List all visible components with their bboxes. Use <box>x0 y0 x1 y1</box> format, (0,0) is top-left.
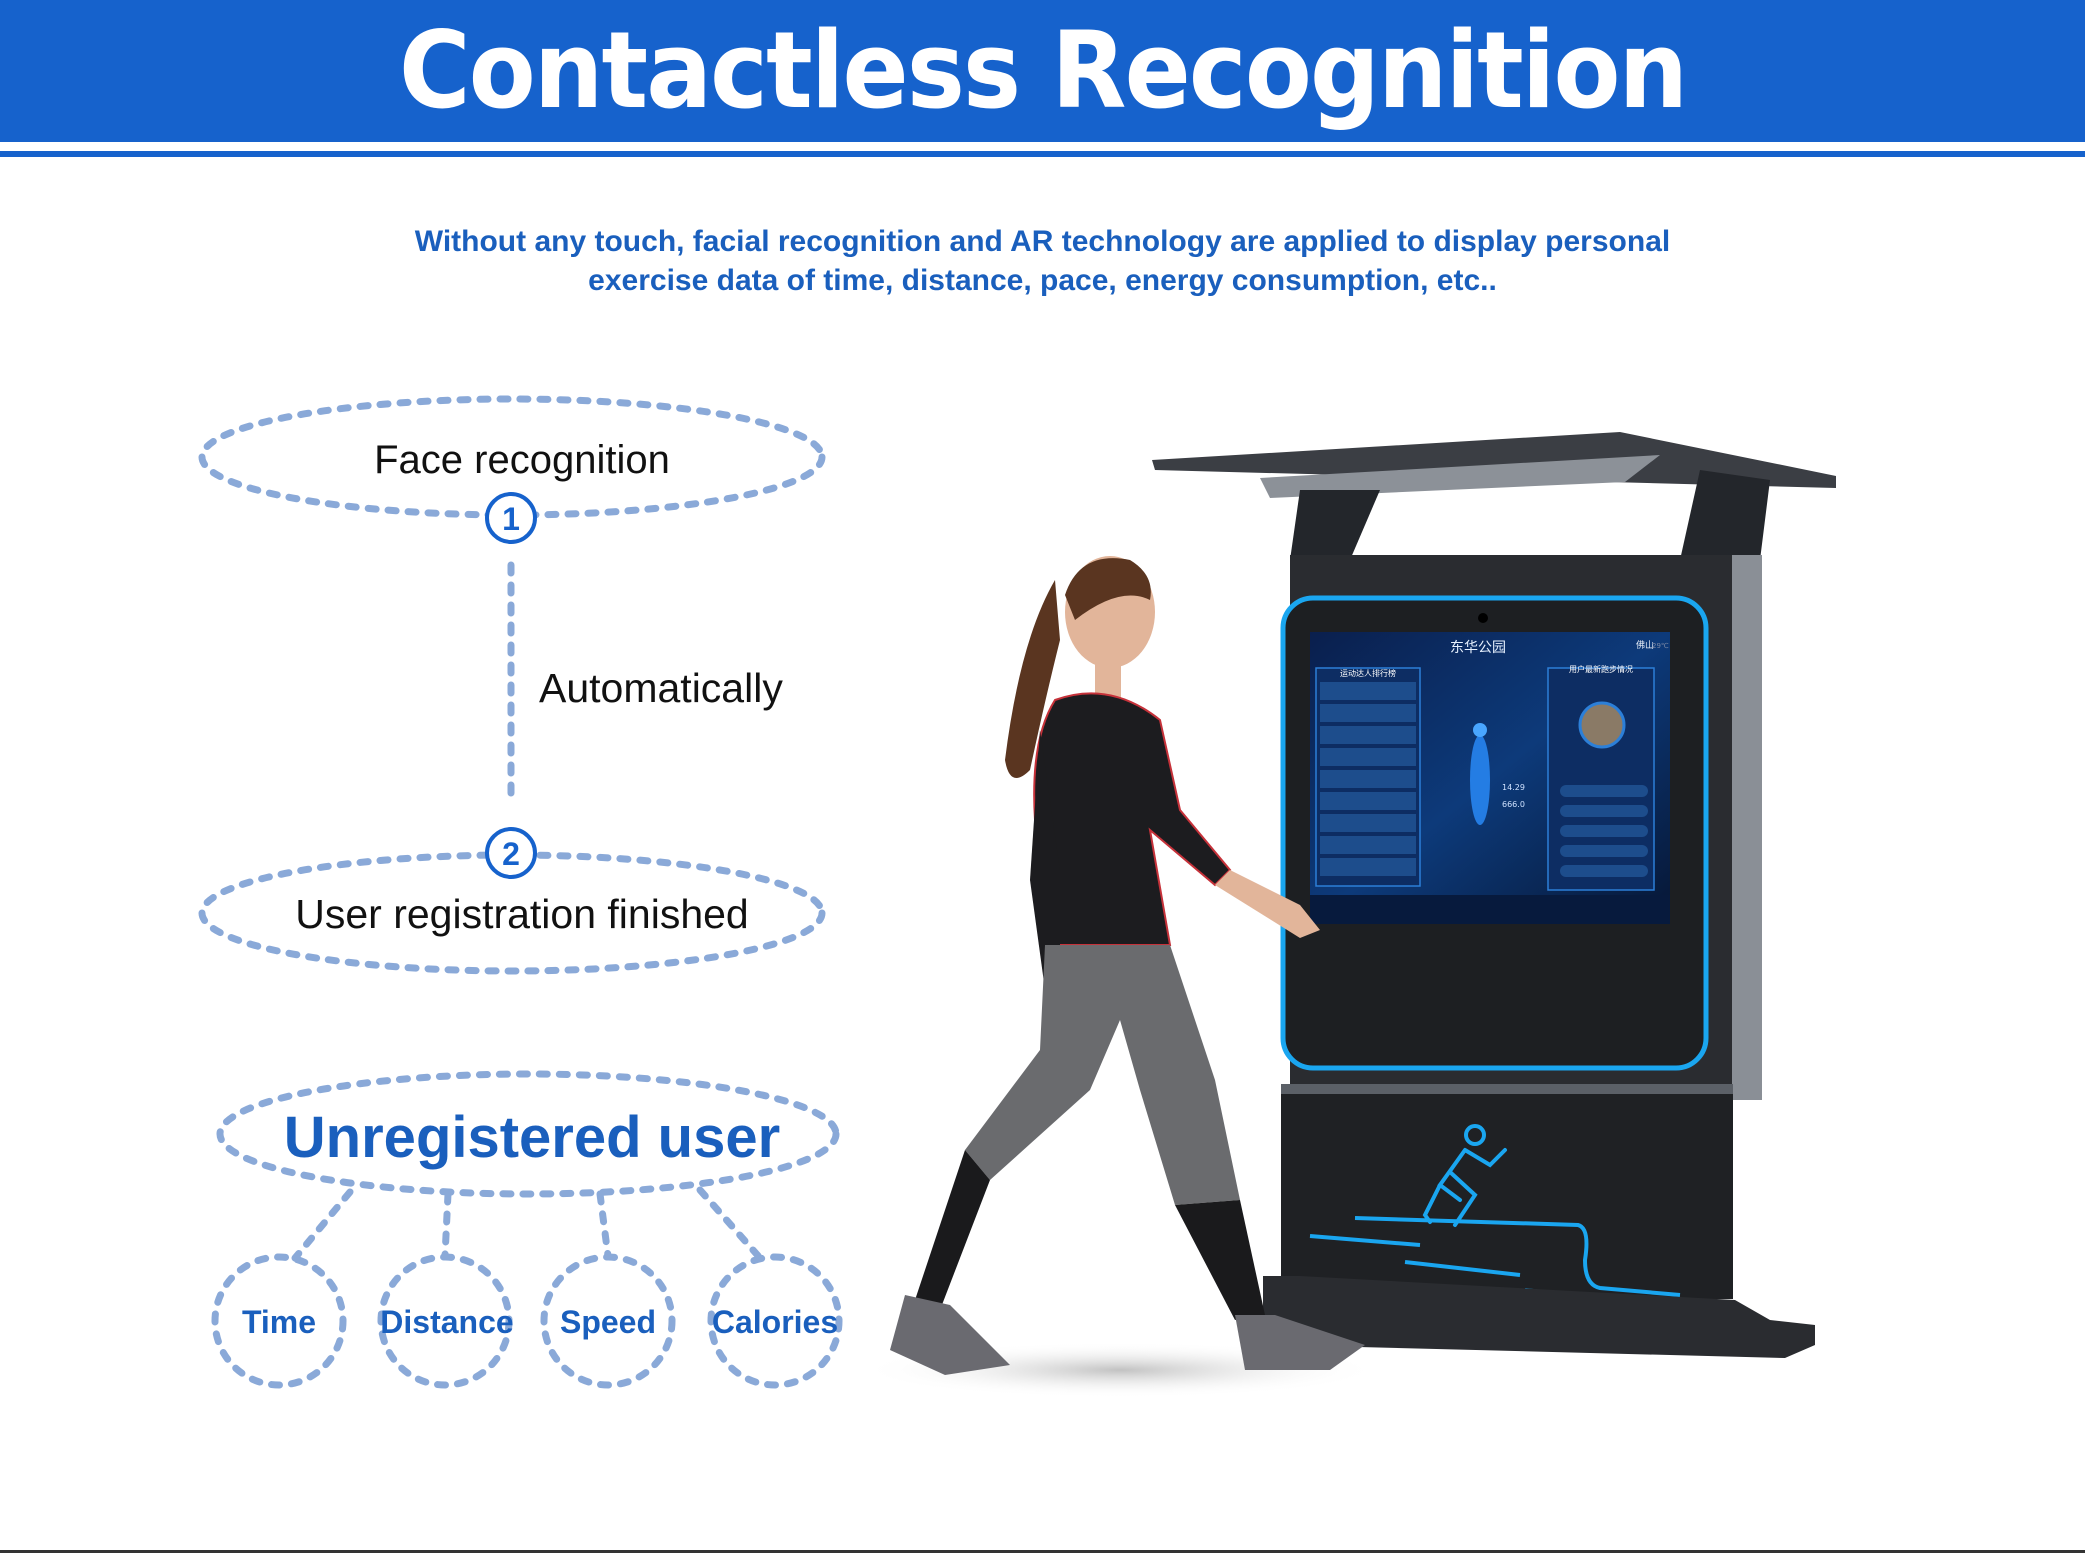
automatically-label: Automatically <box>539 665 783 711</box>
metric-calories: Calories <box>712 1304 838 1340</box>
person-shoe-left <box>890 1295 1010 1375</box>
screen-title: 东华公园 <box>1450 640 1506 656</box>
step-2-number: 2 <box>502 836 520 872</box>
connector-speed <box>596 1190 612 1260</box>
kiosk: 东华公园 佛山 29℃ 运动达人排行榜 14.29 666.0 用户最新跑步情况 <box>1152 432 1836 1358</box>
header-divider <box>0 151 2085 157</box>
screen-distance-value: 14.29 <box>1502 783 1525 792</box>
screen-left-panel-title: 运动达人排行榜 <box>1340 668 1396 678</box>
step-1-badge <box>485 492 537 544</box>
subtitle-line-2: exercise data of time, distance, pace, e… <box>588 264 1497 297</box>
unregistered-title: Unregistered user <box>284 1105 780 1170</box>
person-shoe-right <box>1235 1315 1365 1370</box>
walking-person <box>860 556 1380 1398</box>
connector-distance <box>441 1190 452 1260</box>
screen-energy-value: 666.0 <box>1502 800 1525 809</box>
metric-circle-calories <box>707 1253 843 1389</box>
metric-distance: Distance <box>380 1304 513 1340</box>
kiosk-lower-panel <box>1281 1084 1733 1299</box>
metric-circle-distance <box>377 1253 513 1389</box>
kiosk-base <box>1263 1276 1815 1358</box>
person-leggings <box>965 945 1240 1205</box>
connector-time <box>291 1188 354 1262</box>
metric-speed: Speed <box>560 1304 656 1340</box>
registration-ellipse <box>198 851 826 975</box>
runner-icon <box>1422 1124 1507 1227</box>
kiosk-roof <box>1152 432 1836 488</box>
metric-time: Time <box>242 1304 316 1340</box>
screen-city: 佛山 <box>1636 639 1654 651</box>
bottom-border <box>0 1550 2085 1553</box>
registration-label: User registration finished <box>295 891 748 937</box>
camera-icon <box>1478 613 1488 623</box>
connector-calories <box>696 1186 764 1262</box>
metric-circle-time <box>211 1253 347 1389</box>
page-title: Contactless Recognition <box>398 9 1688 132</box>
step-1-number: 1 <box>502 501 520 537</box>
title-banner: Contactless Recognition <box>0 0 2085 142</box>
step-2-badge <box>485 827 537 879</box>
unregistered-ellipse <box>216 1070 840 1198</box>
user-avatar <box>1578 701 1626 749</box>
metric-circle-speed <box>540 1253 676 1389</box>
face-recognition-label: Face recognition <box>374 438 670 482</box>
subtitle-line-1: Without any touch, facial recognition an… <box>414 225 1671 258</box>
screen-temperature: 29℃ <box>1652 642 1669 650</box>
person-jacket <box>1033 692 1232 946</box>
subtitle: Without any touch, facial recognition an… <box>0 222 2085 300</box>
screen-right-panel-title: 用户最新跑步情况 <box>1569 664 1633 674</box>
